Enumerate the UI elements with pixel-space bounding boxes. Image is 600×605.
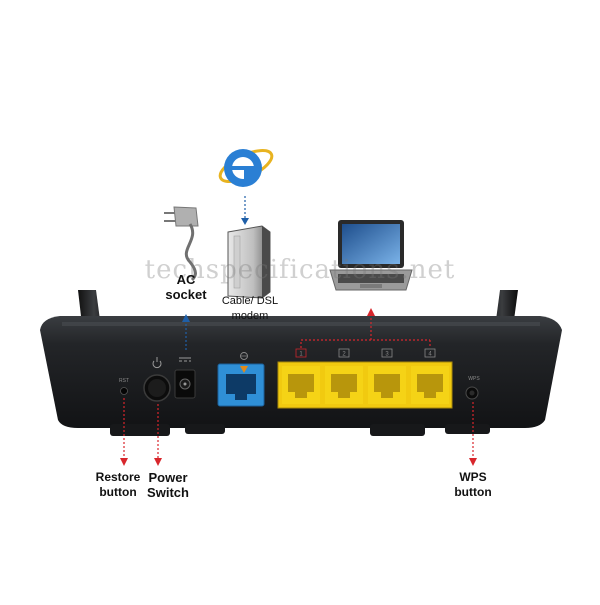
- restore-label-line2: button: [99, 485, 137, 499]
- lan-port-1-number: 1: [299, 352, 303, 358]
- lan-port-2[interactable]: [325, 366, 363, 404]
- wan-port[interactable]: [217, 352, 265, 407]
- lan-port-3[interactable]: [368, 366, 406, 404]
- wps-button-label: WPS button: [445, 470, 501, 500]
- modem-label-line2: modem: [231, 310, 269, 322]
- lan-port-1[interactable]: [282, 366, 320, 404]
- modem-icon: [227, 225, 271, 299]
- power-label-line1: Power: [148, 470, 188, 485]
- rst-text: RST: [119, 378, 129, 384]
- wps-label-line2: button: [454, 485, 492, 499]
- ac-plug-icon: [164, 206, 199, 282]
- pointer-lines: [120, 196, 477, 466]
- restore-button-hole[interactable]: RST: [119, 378, 129, 395]
- dc-symbol-icon: [179, 357, 191, 362]
- lan-port-3-number: 3: [385, 352, 389, 358]
- lan-port-4-number: 4: [428, 352, 432, 358]
- lan-port-2-number: 2: [342, 352, 346, 358]
- lan-ports: 1 2 3 4: [277, 348, 453, 409]
- dc-power-jack[interactable]: [174, 357, 196, 399]
- power-symbol-icon: [152, 357, 162, 369]
- internet-explorer-icon: [218, 149, 274, 187]
- modem-label: Cable/ DSL modem: [210, 294, 290, 324]
- wps-label-line1: WPS: [459, 470, 487, 484]
- power-label-line2: Switch: [147, 485, 189, 500]
- wps-button-hole[interactable]: WPS: [465, 376, 480, 400]
- lan-port-4[interactable]: [411, 366, 449, 404]
- restore-label-line1: Restore: [95, 470, 141, 484]
- restore-button-label: Restore button: [90, 470, 146, 500]
- ac-socket-label-line1: AC: [176, 272, 196, 287]
- power-switch[interactable]: [143, 357, 171, 402]
- ac-socket-label-line2: socket: [165, 287, 207, 302]
- power-switch-label: Power Switch: [140, 470, 196, 500]
- globe-icon: [240, 352, 248, 360]
- wps-panel-text: WPS: [468, 376, 480, 382]
- ac-socket-label: AC socket: [158, 272, 214, 302]
- modem-label-line1: Cable/ DSL: [221, 295, 279, 307]
- laptop-icon: [329, 220, 413, 291]
- watermark-text: techspecifications.net: [144, 255, 456, 285]
